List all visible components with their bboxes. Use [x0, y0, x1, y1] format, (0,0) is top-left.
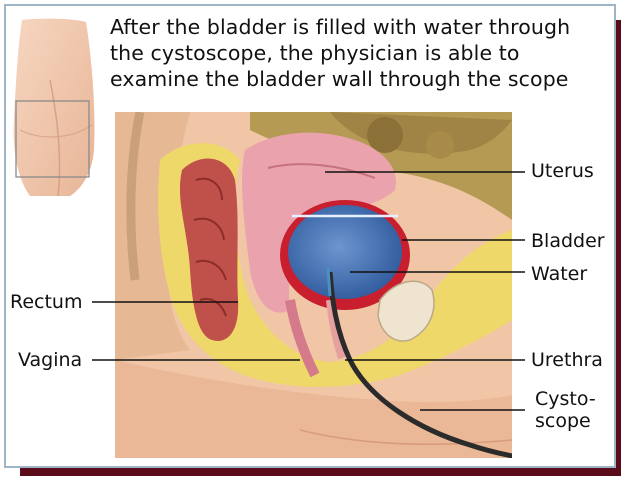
label-cystoscope-line2: scope: [535, 410, 596, 432]
label-rectum: Rectum: [10, 291, 82, 313]
label-cystoscope: Cysto- scope: [535, 388, 596, 432]
diagram-caption: After the bladder is filled with water t…: [110, 14, 610, 92]
label-vagina: Vagina: [18, 349, 82, 371]
label-water: Water: [531, 263, 587, 285]
label-cystoscope-line1: Cysto-: [535, 388, 596, 410]
body-silhouette-icon: [14, 19, 95, 196]
label-uterus: Uterus: [531, 160, 594, 182]
label-bladder: Bladder: [531, 230, 605, 252]
label-urethra: Urethra: [531, 349, 603, 371]
